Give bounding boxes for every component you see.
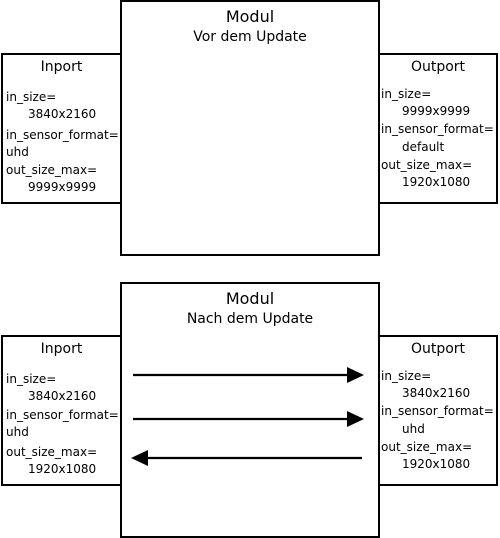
outport-out-size-max-value: 1920x1080	[402, 457, 471, 471]
inport-in-size-value: 3840x2160	[28, 107, 97, 121]
outport-in-size-value: 3840x2160	[402, 386, 471, 400]
outport-title-before: Outport	[410, 59, 466, 75]
inport-out-size-max-value: 1920x1080	[28, 462, 97, 476]
inport-in-sensor-format-label: in_sensor_format=	[6, 408, 119, 422]
arrow-left-out-size-max	[131, 450, 362, 466]
outport-in-size-value: 9999x9999	[402, 104, 471, 118]
module-subtitle-before: Vor dem Update	[193, 29, 307, 45]
arrow-right-in-size	[133, 367, 364, 383]
inport-out-size-max-value: 9999x9999	[28, 180, 97, 194]
outport-in-sensor-format-label: in_sensor_format=	[381, 122, 494, 136]
outport-out-size-max-label: out_size_max=	[381, 158, 473, 172]
outport-title-after: Outport	[410, 341, 466, 357]
inport-in-sensor-format-label: in_sensor_format=	[6, 128, 119, 142]
outport-out-size-max-label: out_size_max=	[381, 440, 473, 454]
inport-out-size-max-label: out_size_max=	[6, 163, 98, 177]
module-before: Modul Vor dem Update	[120, 0, 380, 256]
outport-out-size-max-value: 1920x1080	[402, 175, 471, 189]
module-subtitle-after: Nach dem Update	[186, 311, 314, 327]
outport-in-sensor-format-label: in_sensor_format=	[381, 404, 494, 418]
outport-after: Outport in_size= 3840x2160 in_sensor_for…	[378, 335, 498, 486]
module-after: Modul Nach dem Update	[120, 282, 380, 538]
outport-in-sensor-format-value: uhd	[402, 422, 425, 436]
inport-in-size-value: 3840x2160	[28, 389, 97, 403]
outport-before: Outport in_size= 9999x9999 in_sensor_for…	[378, 53, 498, 204]
inport-before: Inport in_size= 3840x2160 in_sensor_form…	[1, 53, 122, 204]
outport-in-size-label: in_size=	[381, 87, 432, 101]
module-title-before: Modul	[225, 7, 275, 26]
inport-out-size-max-label: out_size_max=	[6, 445, 98, 459]
arrow-right-in-sensor-format	[133, 411, 364, 427]
inport-in-sensor-format-value: uhd	[6, 145, 29, 159]
inport-in-size-label: in_size=	[6, 372, 57, 386]
inport-title-after: Inport	[40, 341, 83, 357]
outport-in-sensor-format-value: default	[402, 140, 445, 154]
inport-after: Inport in_size= 3840x2160 in_sensor_form…	[1, 335, 122, 486]
inport-in-sensor-format-value: uhd	[6, 425, 29, 439]
inport-in-size-label: in_size=	[6, 90, 57, 104]
module-title-after: Modul	[225, 289, 275, 308]
outport-in-size-label: in_size=	[381, 369, 432, 383]
inport-title-before: Inport	[40, 59, 83, 75]
